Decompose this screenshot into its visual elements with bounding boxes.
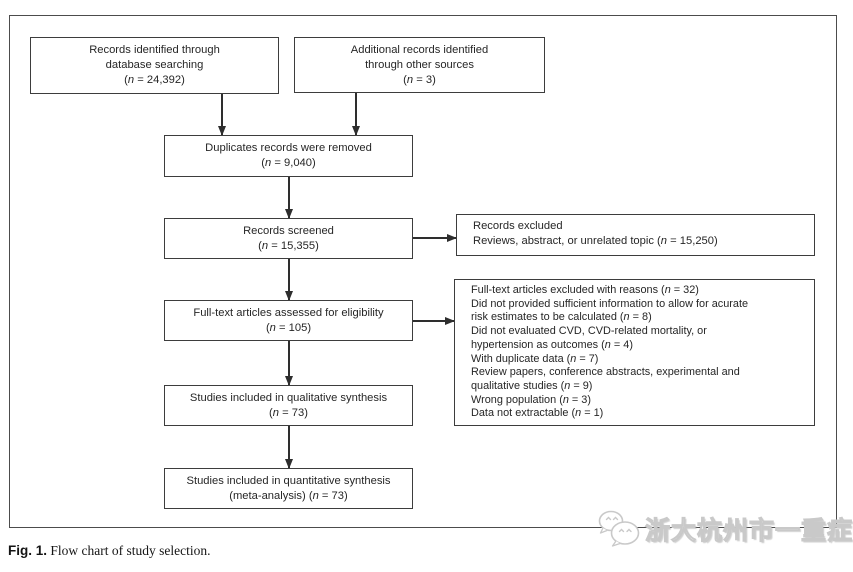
box-duplicates-removed: Duplicates records were removed(n = 9,04… xyxy=(164,135,413,177)
watermark: 浙大杭州市一重症 xyxy=(598,508,853,550)
arrow-database-to-duplicates xyxy=(221,94,223,135)
figure-caption: Fig. 1. Flow chart of study selection. xyxy=(8,543,211,559)
box-fulltext-excluded-reasons: Full-text articles excluded with reasons… xyxy=(454,279,815,426)
wechat-icon xyxy=(598,510,640,547)
flowchart-frame xyxy=(9,15,837,528)
arrow-qualitative-to-quantitative xyxy=(288,426,290,468)
caption-text: Flow chart of study selection. xyxy=(47,543,211,558)
arrow-fulltext-to-qualitative xyxy=(288,341,290,385)
arrow-screened-to-fulltext xyxy=(288,259,290,300)
arrow-duplicates-to-screened xyxy=(288,177,290,218)
arrow-screened-to-excluded xyxy=(413,237,456,239)
box-qualitative-synthesis: Studies included in qualitative synthesi… xyxy=(164,385,413,426)
arrow-other-sources-to-duplicates xyxy=(355,93,357,135)
box-fulltext-assessed: Full-text articles assessed for eligibil… xyxy=(164,300,413,341)
box-quantitative-synthesis: Studies included in quantitative synthes… xyxy=(164,468,413,509)
watermark-text: 浙大杭州市一重症 xyxy=(644,516,853,546)
box-records-screened: Records screened(n = 15,355) xyxy=(164,218,413,259)
caption-label: Fig. 1. xyxy=(8,543,48,558)
arrow-fulltext-to-excluded-reasons xyxy=(413,320,454,322)
